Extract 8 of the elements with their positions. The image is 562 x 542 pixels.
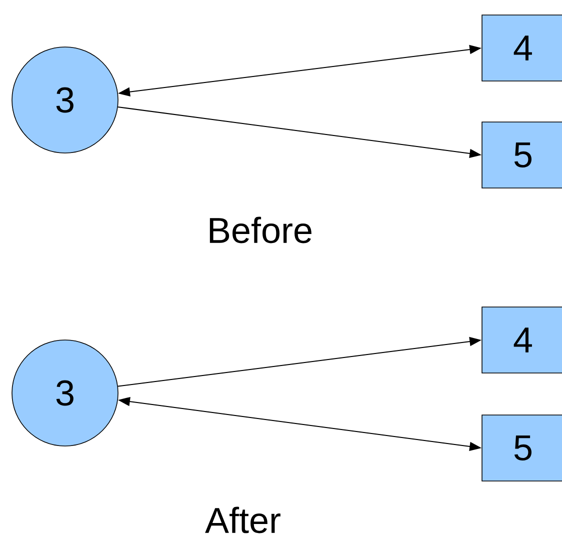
square-box: 4 bbox=[482, 14, 562, 82]
caption-text: After bbox=[205, 506, 280, 534]
square-box: 5 bbox=[482, 122, 562, 188]
caption-text: Before bbox=[210, 216, 312, 244]
square-box: 5 bbox=[482, 414, 562, 482]
square-box: 4 bbox=[482, 306, 562, 374]
circle-node: 3 bbox=[12, 46, 118, 154]
circle-node: 3 bbox=[12, 340, 118, 446]
